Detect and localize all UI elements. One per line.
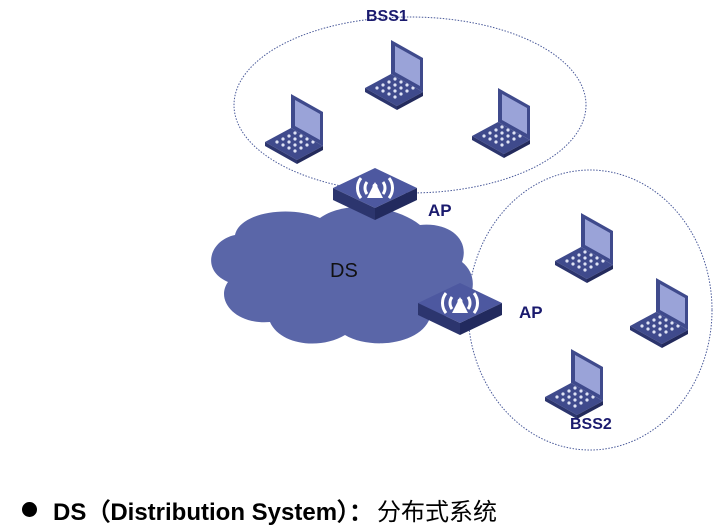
laptop-icon	[472, 88, 530, 158]
laptop-icon	[545, 349, 603, 419]
cloud-icon	[211, 206, 473, 344]
laptop-icon	[555, 213, 613, 283]
laptop-icon	[365, 40, 423, 110]
ap2-label: AP	[519, 303, 543, 322]
laptop-icon	[630, 278, 688, 348]
bss1-boundary	[233, 16, 587, 194]
bullet-icon	[22, 502, 37, 517]
ds-label: DS	[330, 260, 358, 282]
bss2-label: BSS2	[570, 416, 612, 433]
caption-meaning: 分布式系统	[377, 498, 498, 526]
caption: DS（Distribution System）： 分布式系统	[22, 492, 497, 527]
caption-term: DS（Distribution System）：	[53, 499, 374, 526]
bss1-label: BSS1	[366, 8, 408, 25]
laptop-icon	[265, 94, 323, 164]
ap1-label: AP	[428, 201, 452, 220]
